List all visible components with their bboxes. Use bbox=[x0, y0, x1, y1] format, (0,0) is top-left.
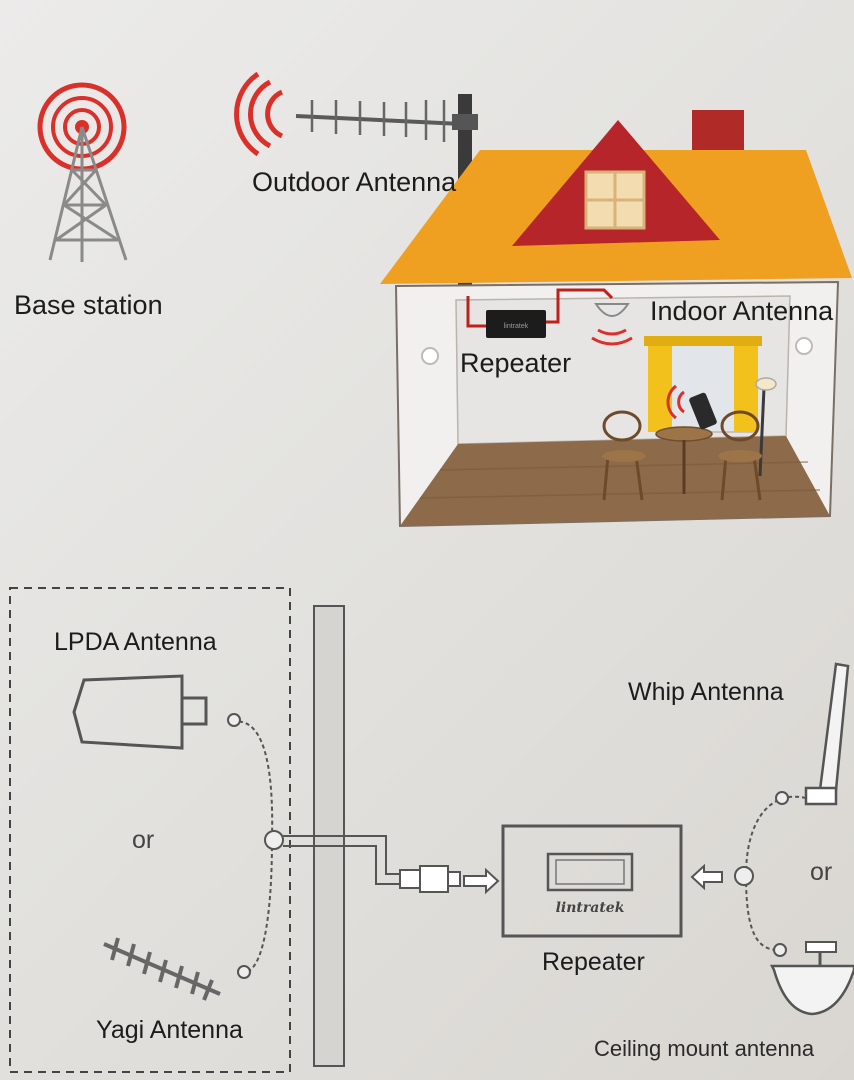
whip-antenna-icon bbox=[804, 662, 850, 806]
donor-cable-links bbox=[227, 713, 274, 979]
repeater-brand-text: lintratek bbox=[556, 900, 625, 916]
cable-repeater-to-indoor bbox=[546, 288, 614, 324]
house-repeater-icon bbox=[486, 310, 546, 338]
indoor-antenna-label: Indoor Antenna bbox=[650, 296, 834, 326]
cable-connector-icon bbox=[399, 865, 461, 893]
service-junction bbox=[734, 866, 754, 886]
yagi-antenna-icon bbox=[103, 937, 221, 1001]
indoor-antenna-icon bbox=[591, 303, 633, 346]
arrow-right-icon bbox=[463, 867, 500, 895]
lpda-antenna-icon bbox=[72, 674, 208, 750]
base-station-label: Base station bbox=[14, 290, 163, 320]
feeder-cable bbox=[283, 835, 400, 885]
outdoor-antenna-label: Outdoor Antenna bbox=[252, 167, 457, 197]
repeater-unit-icon bbox=[501, 824, 683, 938]
donor-junction bbox=[264, 830, 284, 850]
arrow-left-icon bbox=[690, 863, 723, 891]
or-left-label: or bbox=[132, 826, 155, 854]
repeater-top-label: Repeater bbox=[460, 348, 572, 378]
yagi-antenna-label: Yagi Antenna bbox=[96, 1016, 243, 1044]
repeater-bottom-label: Repeater bbox=[542, 948, 645, 976]
ceiling-mount-antenna-label: Ceiling mount antenna bbox=[594, 1036, 815, 1061]
house-repeater-brand-text: lintratek bbox=[504, 323, 529, 330]
service-cable-links bbox=[745, 791, 807, 957]
lpda-antenna-label: LPDA Antenna bbox=[54, 628, 217, 656]
whip-antenna-label: Whip Antenna bbox=[628, 678, 784, 706]
chimney bbox=[692, 110, 744, 154]
floor bbox=[400, 436, 830, 526]
mobile-phone-icon bbox=[666, 384, 717, 430]
ceiling-mount-antenna-icon bbox=[769, 941, 854, 1016]
base-station-tower-icon bbox=[37, 82, 128, 262]
donor-antenna-options-box bbox=[9, 587, 291, 1073]
or-right-label: or bbox=[810, 858, 833, 886]
house-illustration: lintratek bbox=[380, 110, 852, 528]
cable-outdoor-to-repeater bbox=[466, 296, 488, 328]
